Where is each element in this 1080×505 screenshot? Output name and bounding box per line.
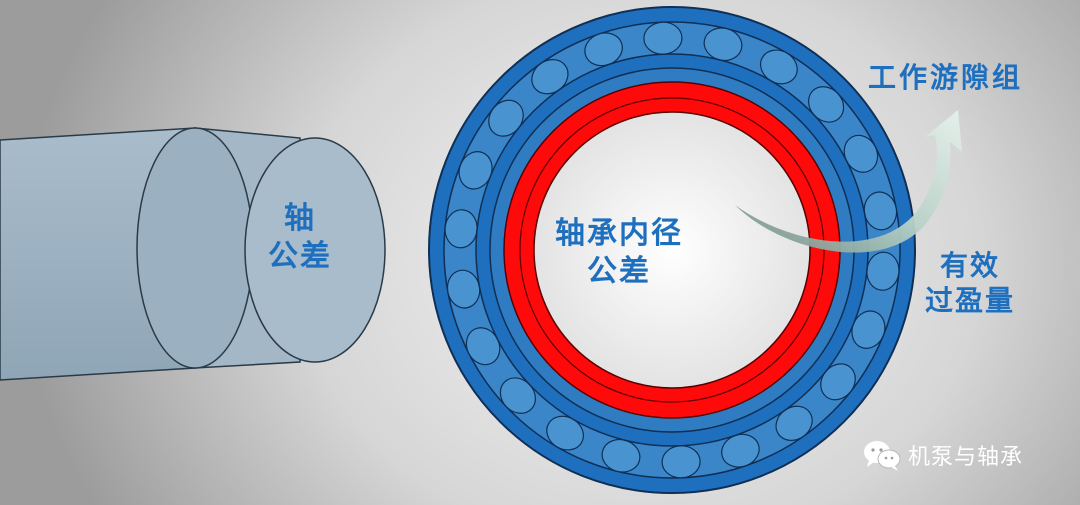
shaft-tolerance-line-2: 公差 — [268, 238, 332, 274]
bore-tolerance-line-1: 轴承内径 — [555, 216, 683, 251]
watermark-text: 机泵与轴承 — [908, 445, 1024, 470]
shaft-tolerance-line-1: 轴 — [284, 201, 316, 236]
bore-tolerance-label: 轴承内径 公差 — [555, 215, 683, 290]
bearing-bore — [533, 111, 811, 389]
shaft-step-edge — [136, 127, 254, 369]
shaft-end-face — [244, 137, 386, 363]
shaft-tolerance-label: 轴 公差 — [268, 200, 332, 275]
effective-interference-line-2: 过盈量 — [925, 284, 1016, 317]
shaft — [0, 127, 386, 381]
working-clearance-group-label: 工作游隙组 — [868, 61, 1024, 94]
bearing — [428, 6, 916, 494]
effective-interference-line-1: 有效 — [940, 249, 1001, 282]
effective-interference-label: 有效 过盈量 — [925, 248, 1015, 318]
watermark: 机泵与轴承 — [862, 438, 1023, 472]
wechat-icon — [864, 441, 901, 471]
inner-ring-groove — [519, 97, 825, 403]
bore-tolerance-line-2: 公差 — [587, 253, 651, 289]
